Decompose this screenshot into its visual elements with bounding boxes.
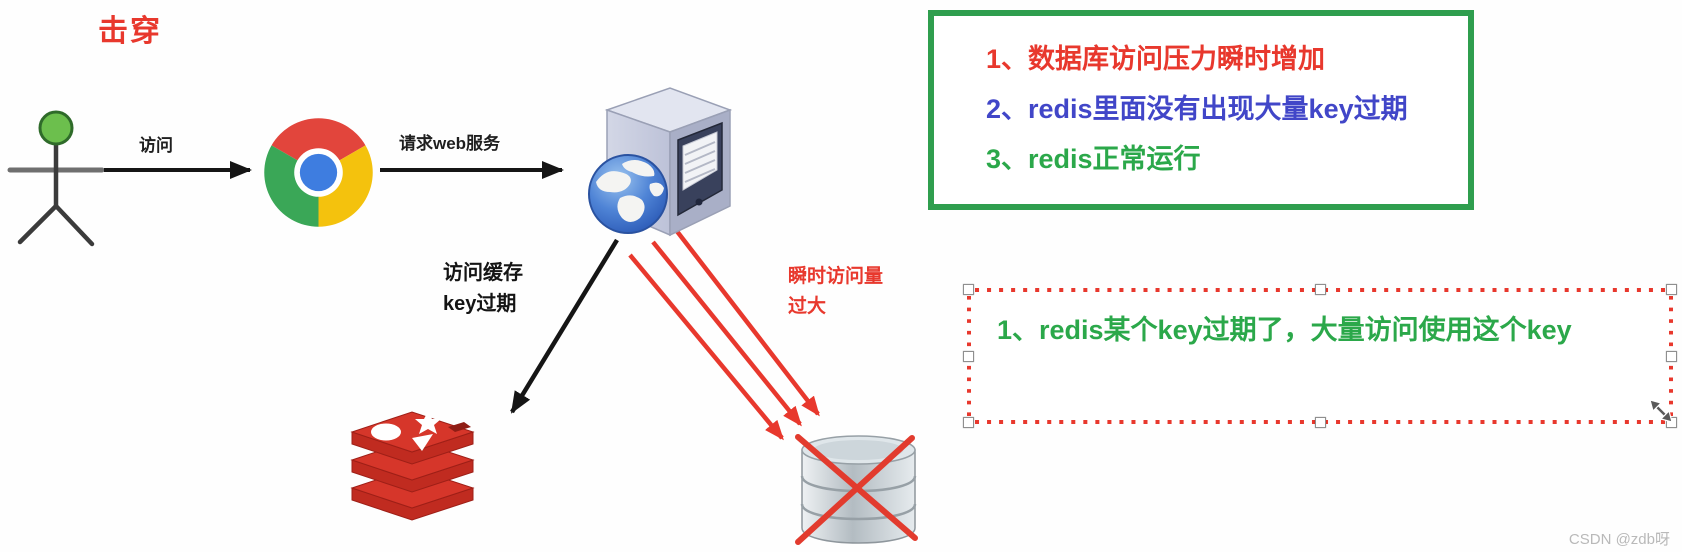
analysis-item-2: 2、redis里面没有出现大量key过期 [986, 94, 1408, 124]
watermark: CSDN @zdb呀 [1568, 531, 1670, 548]
selection-handle[interactable] [963, 417, 974, 428]
cache-query-arrow [510, 238, 619, 414]
red-x-icon [795, 434, 918, 545]
redis-icon [350, 411, 475, 521]
selection-handle[interactable] [963, 351, 974, 362]
selection-handle[interactable] [1315, 284, 1326, 295]
analysis-box: 1、数据库访问压力瞬时增加 2、redis里面没有出现大量key过期 3、red… [928, 10, 1474, 210]
page-title: 击穿 [98, 15, 162, 48]
cause-text: 1、redis某个key过期了，大量访问使用这个key [997, 315, 1572, 345]
chrome-browser-icon [264, 118, 373, 227]
database-icon [795, 434, 918, 545]
resize-cursor-icon [1649, 399, 1673, 423]
selection-handle[interactable] [1666, 351, 1677, 362]
selection-handle[interactable] [1315, 417, 1326, 428]
access-label: 访问 [139, 136, 173, 155]
globe-icon [588, 154, 668, 234]
cache-expired-label: 访问缓存 key过期 [443, 262, 523, 315]
burst-traffic-arrows [628, 228, 820, 441]
person-icon [7, 110, 104, 247]
request-web-label: 请求web服务 [399, 134, 501, 153]
burst-traffic-label: 瞬时访问量 过大 [788, 266, 884, 317]
analysis-item-3: 3、redis正常运行 [986, 144, 1201, 174]
selection-handle[interactable] [1666, 284, 1677, 295]
web-server-icon [588, 87, 733, 237]
selection-handle[interactable] [1666, 417, 1677, 428]
selection-handle[interactable] [963, 284, 974, 295]
analysis-item-1: 1、数据库访问压力瞬时增加 [986, 44, 1326, 74]
cause-textbox[interactable]: 1、redis某个key过期了，大量访问使用这个key [963, 284, 1677, 428]
